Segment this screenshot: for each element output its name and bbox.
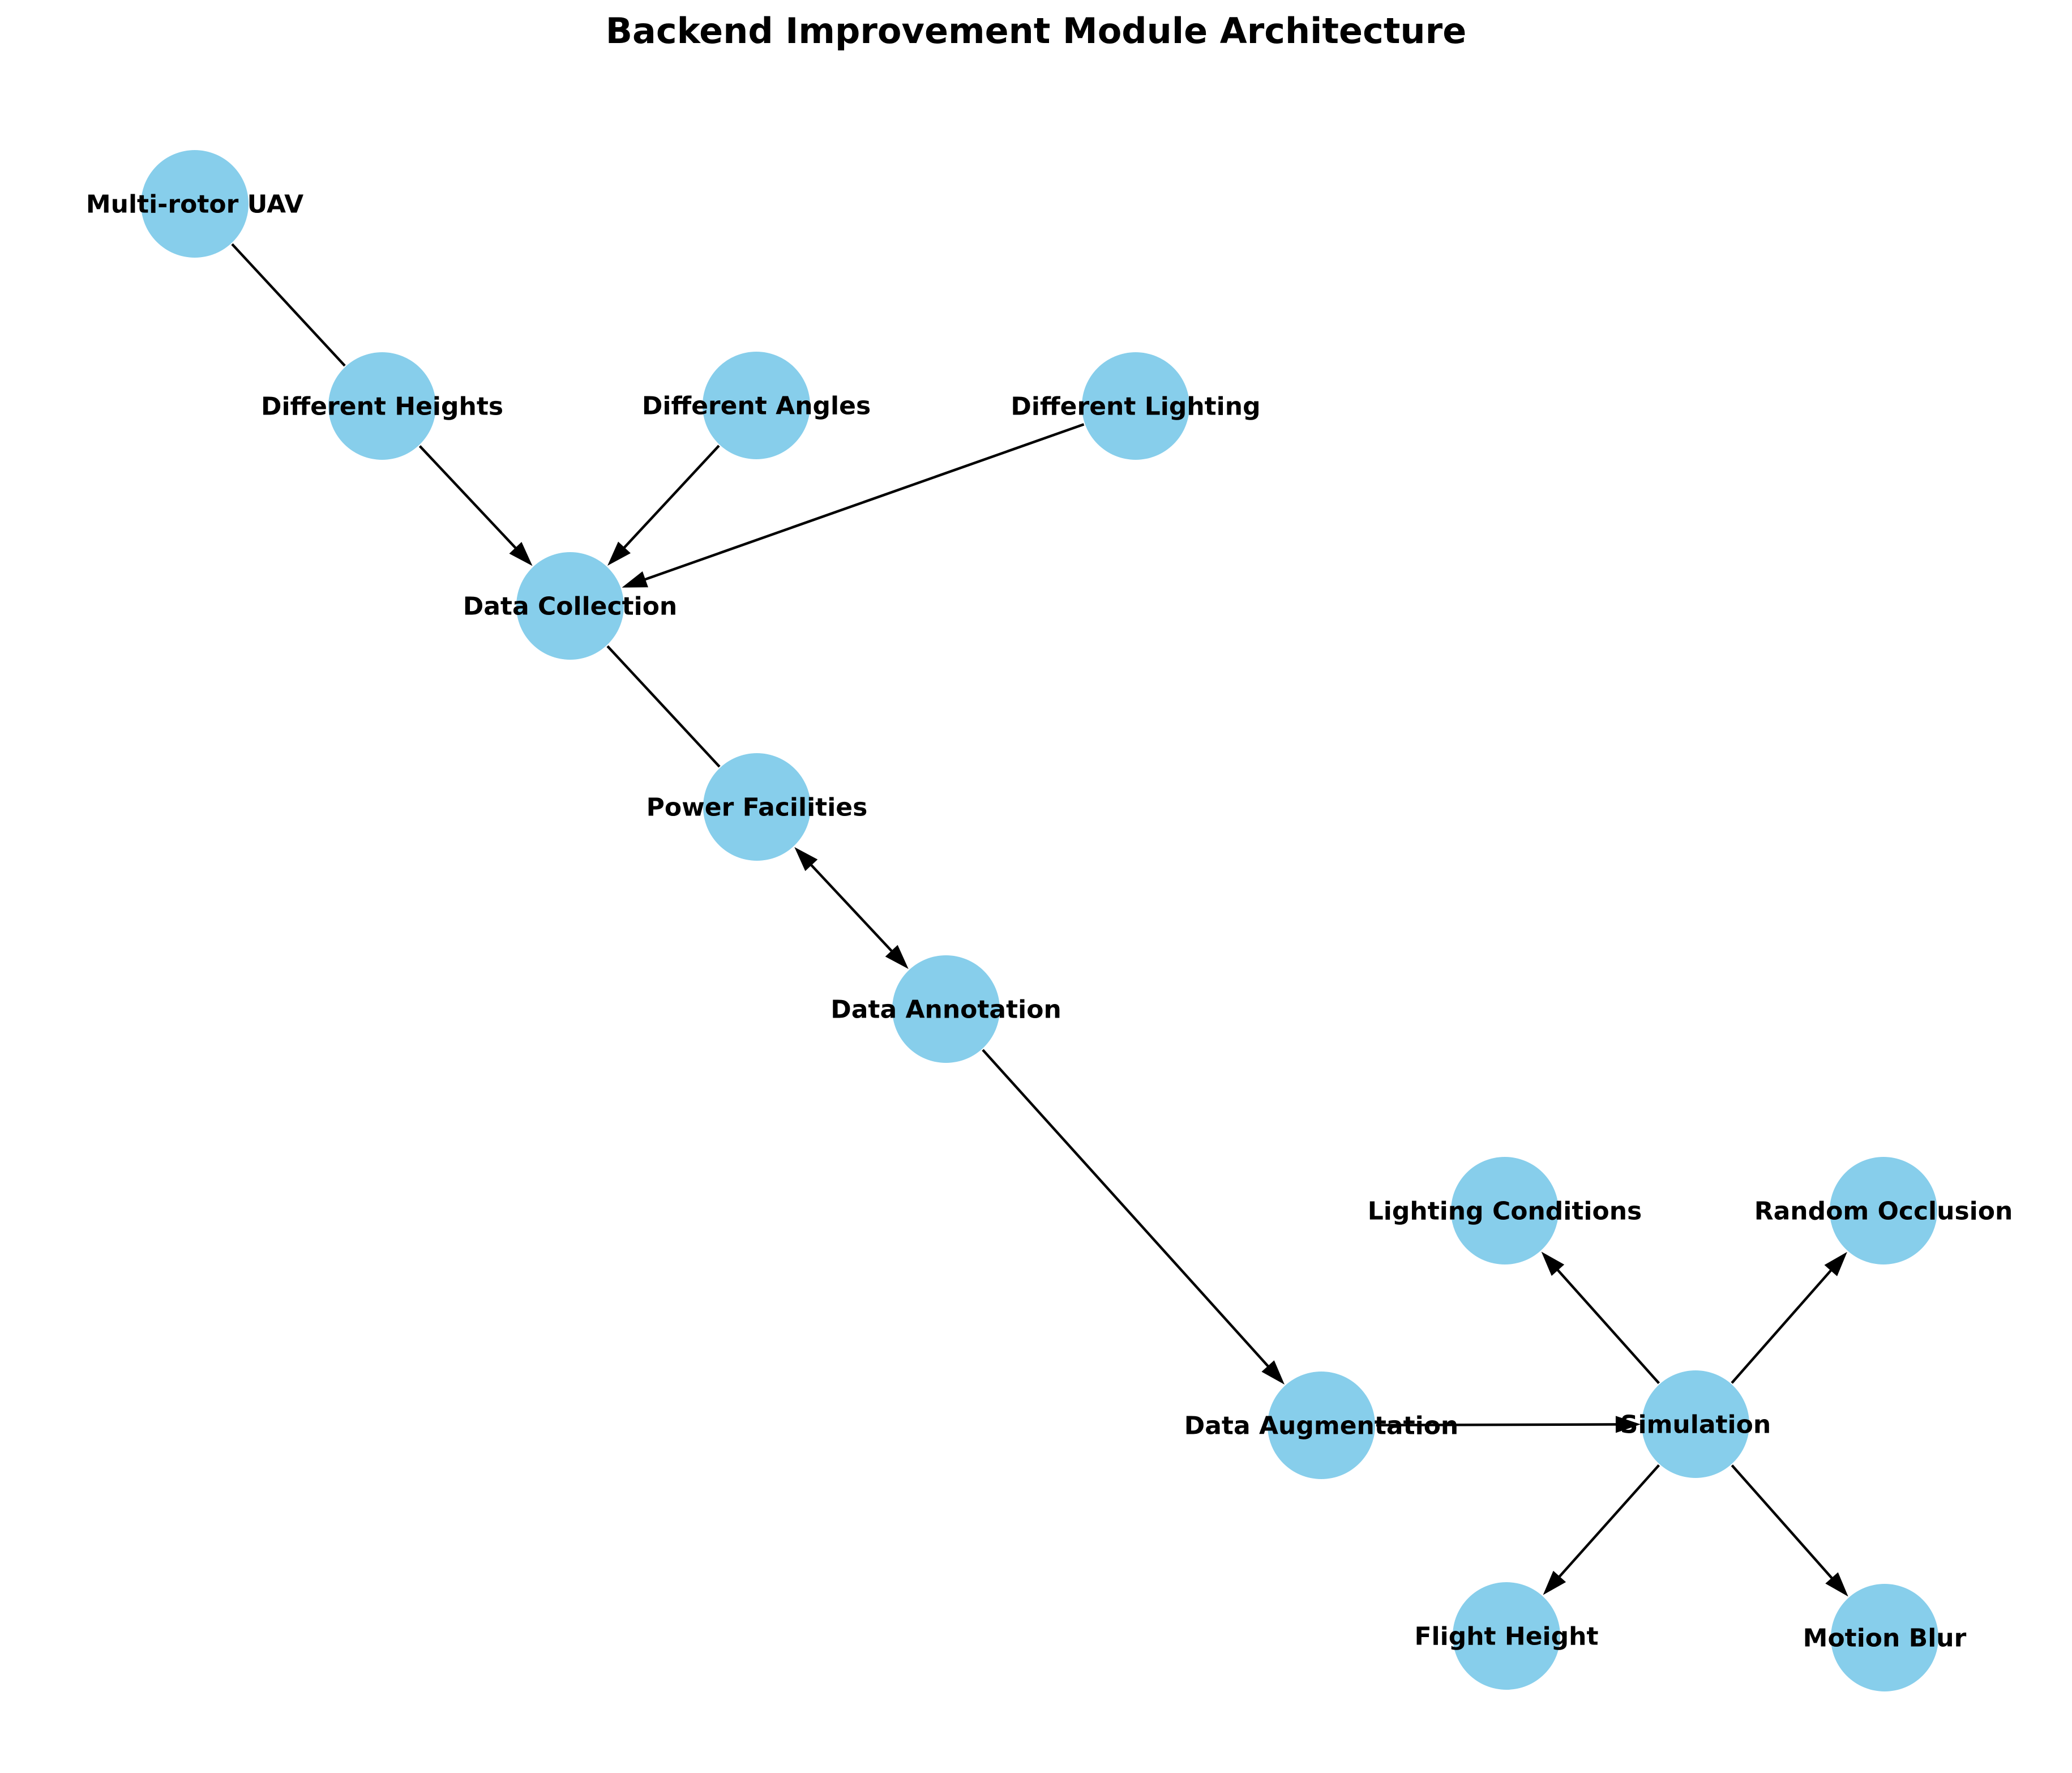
node-label-data-annotation: Data Annotation <box>830 995 1061 1024</box>
node-label-different-angles: Different Angles <box>642 391 871 420</box>
node-label-flight-height: Flight Height <box>1415 1622 1599 1651</box>
node-different-lighting <box>1082 352 1189 460</box>
arrowhead <box>1543 1570 1566 1595</box>
arrowhead <box>1541 1251 1565 1276</box>
node-label-multi-rotor-uav: Multi-rotor UAV <box>86 190 303 219</box>
arrowhead <box>794 847 818 871</box>
node-data-collection <box>516 552 624 660</box>
arrowhead <box>1615 1416 1641 1433</box>
edge-different-angles--data-collection <box>607 445 720 566</box>
node-multi-rotor-uav <box>141 150 249 258</box>
node-random-occlusion <box>1830 1157 1937 1264</box>
node-label-power-facilities: Power Facilities <box>647 793 868 822</box>
arrowhead <box>885 945 909 969</box>
arrowhead <box>1261 1360 1285 1385</box>
arrowhead <box>607 541 631 566</box>
edge-line <box>1557 1464 1660 1578</box>
node-label-random-occlusion: Random Occlusion <box>1754 1197 2013 1225</box>
edge-line <box>418 445 517 550</box>
edge-line <box>1731 1464 1834 1580</box>
edge-simulation--motion-blur <box>1731 1464 1848 1597</box>
node-motion-blur <box>1831 1584 1938 1691</box>
edges-layer <box>231 243 1848 1597</box>
edge-power-facilities--data-annotation <box>794 847 909 969</box>
diagram-title: Backend Improvement Module Architecture <box>606 10 1467 52</box>
edge-line <box>606 645 721 768</box>
edge-different-lighting--data-collection <box>622 423 1085 588</box>
node-label-data-augmentation: Data Augmentation <box>1184 1411 1459 1440</box>
edge-line <box>231 243 346 367</box>
edge-simulation--random-occlusion <box>1731 1251 1847 1384</box>
edge-data-augmentation--simulation <box>1376 1416 1641 1433</box>
labels-layer: Multi-rotor UAV Different Heights Differen… <box>86 190 2013 1652</box>
edge-line <box>1376 1423 1617 1426</box>
node-label-different-heights: Different Heights <box>261 392 503 421</box>
arrowhead <box>622 571 648 588</box>
edge-line <box>810 863 893 953</box>
node-flight-height <box>1453 1582 1560 1690</box>
edge-simulation--flight-height <box>1543 1464 1660 1595</box>
node-different-heights <box>328 352 436 460</box>
edge-data-annotation--data-augmentation <box>982 1049 1285 1385</box>
node-label-lighting-conditions: Lighting Conditions <box>1368 1197 1642 1225</box>
node-label-simulation: Simulation <box>1620 1410 1771 1439</box>
edge-simulation--lighting-conditions <box>1541 1251 1660 1385</box>
node-data-augmentation <box>1268 1372 1375 1479</box>
edge-line <box>1556 1268 1660 1385</box>
edge-different-heights--data-collection <box>418 445 533 566</box>
node-label-motion-blur: Motion Blur <box>1803 1624 1967 1652</box>
nodes-layer <box>141 150 1938 1691</box>
edge-data-collection--power-facilities <box>606 645 721 768</box>
node-label-different-lighting: Different Lighting <box>1011 392 1260 421</box>
node-simulation <box>1642 1370 1749 1478</box>
node-data-annotation <box>892 955 1000 1063</box>
node-lighting-conditions <box>1451 1157 1559 1264</box>
node-label-data-collection: Data Collection <box>463 592 678 621</box>
edge-line <box>982 1049 1270 1368</box>
node-different-angles <box>703 352 810 459</box>
node-power-facilities <box>703 753 811 861</box>
edge-line <box>622 445 720 549</box>
edge-multi-rotor-uav--different-heights <box>231 243 346 367</box>
arrowhead <box>509 542 533 566</box>
edge-line <box>644 423 1085 581</box>
arrowhead <box>1824 1251 1847 1276</box>
arrowhead <box>1825 1572 1848 1597</box>
edge-line <box>1731 1268 1833 1384</box>
